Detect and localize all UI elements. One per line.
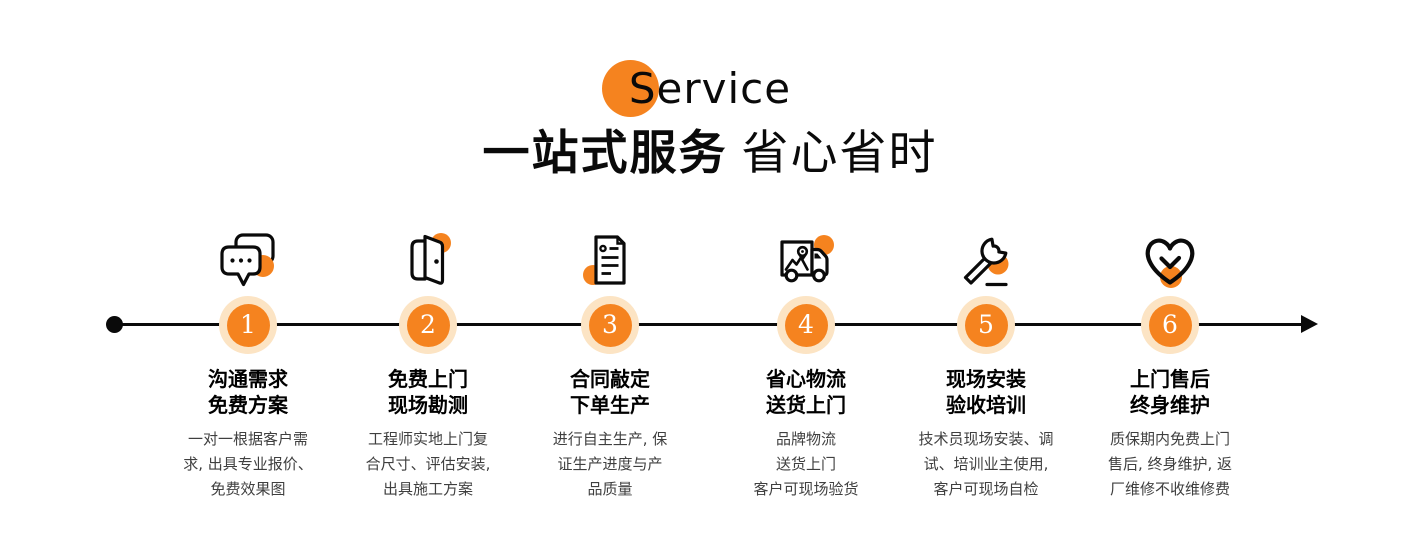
step-number: 1 — [226, 303, 270, 347]
step-title: 合同敲定 下单生产 — [570, 367, 650, 417]
step-number: 3 — [588, 303, 632, 347]
step-6: 6 上门售后 终身维护 质保期内免费上门 售后, 终身维护, 返 厂维修不收维修… — [1075, 228, 1265, 502]
page-title-light: 省心省时 — [741, 126, 938, 181]
step-4: 4 省心物流 送货上门 品牌物流 送货上门 客户可现场验货 — [711, 228, 901, 502]
delivery-truck-icon — [774, 228, 838, 292]
step-title: 免费上门 现场勘测 — [388, 367, 468, 417]
step-5: 5 现场安装 验收培训 技术员现场安装、调 试、培训业主使用, 客户可现场自检 — [891, 228, 1081, 502]
step-number: 4 — [784, 303, 828, 347]
wrench-icon — [954, 228, 1018, 292]
accent-dot — [601, 60, 659, 117]
eyebrow-label: Service — [628, 64, 792, 113]
step-2: 2 免费上门 现场勘测 工程师实地上门复 合尺寸、评估安装, 出具施工方案 — [333, 228, 523, 502]
step-number: 6 — [1148, 303, 1192, 347]
timeline-line — [115, 323, 1307, 326]
open-door-icon — [396, 228, 460, 292]
step-number: 5 — [964, 303, 1008, 347]
contract-document-icon — [578, 228, 642, 292]
step-3: 3 合同敲定 下单生产 进行自主生产, 保 证生产进度与产 品质量 — [515, 228, 705, 502]
chat-bubbles-icon — [216, 228, 280, 292]
step-number-badge: 1 — [219, 296, 277, 354]
arrow-right-icon — [1301, 315, 1318, 333]
step-title: 省心物流 送货上门 — [766, 367, 846, 417]
step-description: 质保期内免费上门 售后, 终身维护, 返 厂维修不收维修费 — [1107, 430, 1233, 498]
step-1: 1 沟通需求 免费方案 一对一根据客户需 求, 出具专业报价、 免费效果图 — [153, 228, 343, 502]
step-description: 工程师实地上门复 合尺寸、评估安装, 出具施工方案 — [365, 430, 491, 498]
step-description: 一对一根据客户需 求, 出具专业报价、 免费效果图 — [183, 430, 313, 498]
page-title-strong: 一站式服务 — [482, 126, 728, 181]
step-description: 技术员现场安装、调 试、培训业主使用, 客户可现场自检 — [918, 430, 1054, 498]
page-title: 一站式服务省心省时 — [0, 126, 1420, 182]
step-number: 2 — [406, 303, 450, 347]
step-title: 现场安装 验收培训 — [946, 367, 1026, 417]
step-number-badge: 4 — [777, 296, 835, 354]
step-title: 沟通需求 免费方案 — [208, 367, 288, 417]
step-number-badge: 3 — [581, 296, 639, 354]
step-description: 进行自主生产, 保 证生产进度与产 品质量 — [552, 430, 668, 498]
step-number-badge: 6 — [1141, 296, 1199, 354]
step-description: 品牌物流 送货上门 客户可现场验货 — [753, 430, 859, 498]
heart-hands-icon — [1138, 228, 1202, 292]
step-number-badge: 5 — [957, 296, 1015, 354]
step-title: 上门售后 终身维护 — [1130, 367, 1210, 417]
service-eyebrow: Service — [0, 60, 1420, 117]
timeline-start-dot — [106, 316, 123, 333]
step-number-badge: 2 — [399, 296, 457, 354]
